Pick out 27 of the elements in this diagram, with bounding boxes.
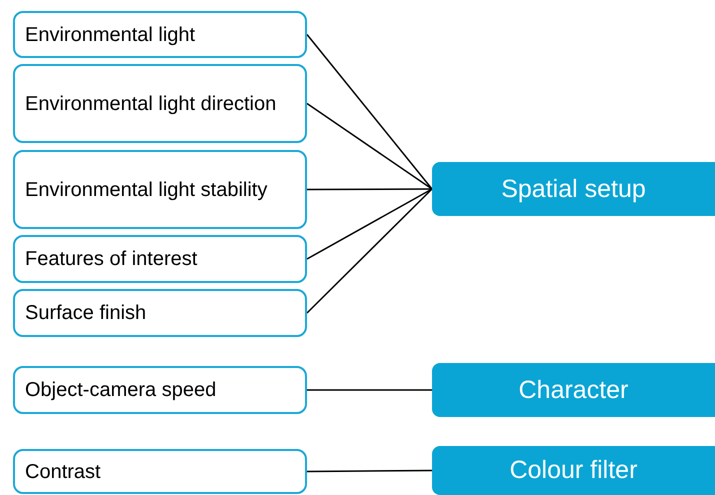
connector-line [307,470,432,472]
node-label: Environmental light stability [25,178,268,202]
connector-line [307,188,432,190]
connector-line [307,389,432,391]
node-label: Features of interest [25,247,198,272]
node-label: Spatial setup [501,174,646,204]
factor-box [13,11,307,58]
connector-line [306,34,433,190]
connector-line [306,188,432,260]
connector-line [306,102,432,190]
connector-line [306,188,433,314]
factor-box [13,64,307,143]
node-label: Contrast [25,460,101,484]
node-label: Environmental light direction [25,92,276,116]
category-box [432,446,715,495]
node-label: Environmental light [25,22,196,48]
category-box [432,363,715,417]
node-label: Character [518,376,628,404]
node-label: Surface finish [25,301,146,326]
factor-box [13,366,307,414]
node-label: Object-camera speed [25,378,216,403]
node-label: Colour filter [510,456,638,485]
factor-box [13,235,307,283]
factor-box [13,449,307,494]
factor-box [13,289,307,337]
factor-box [13,150,307,229]
category-box [432,162,715,216]
